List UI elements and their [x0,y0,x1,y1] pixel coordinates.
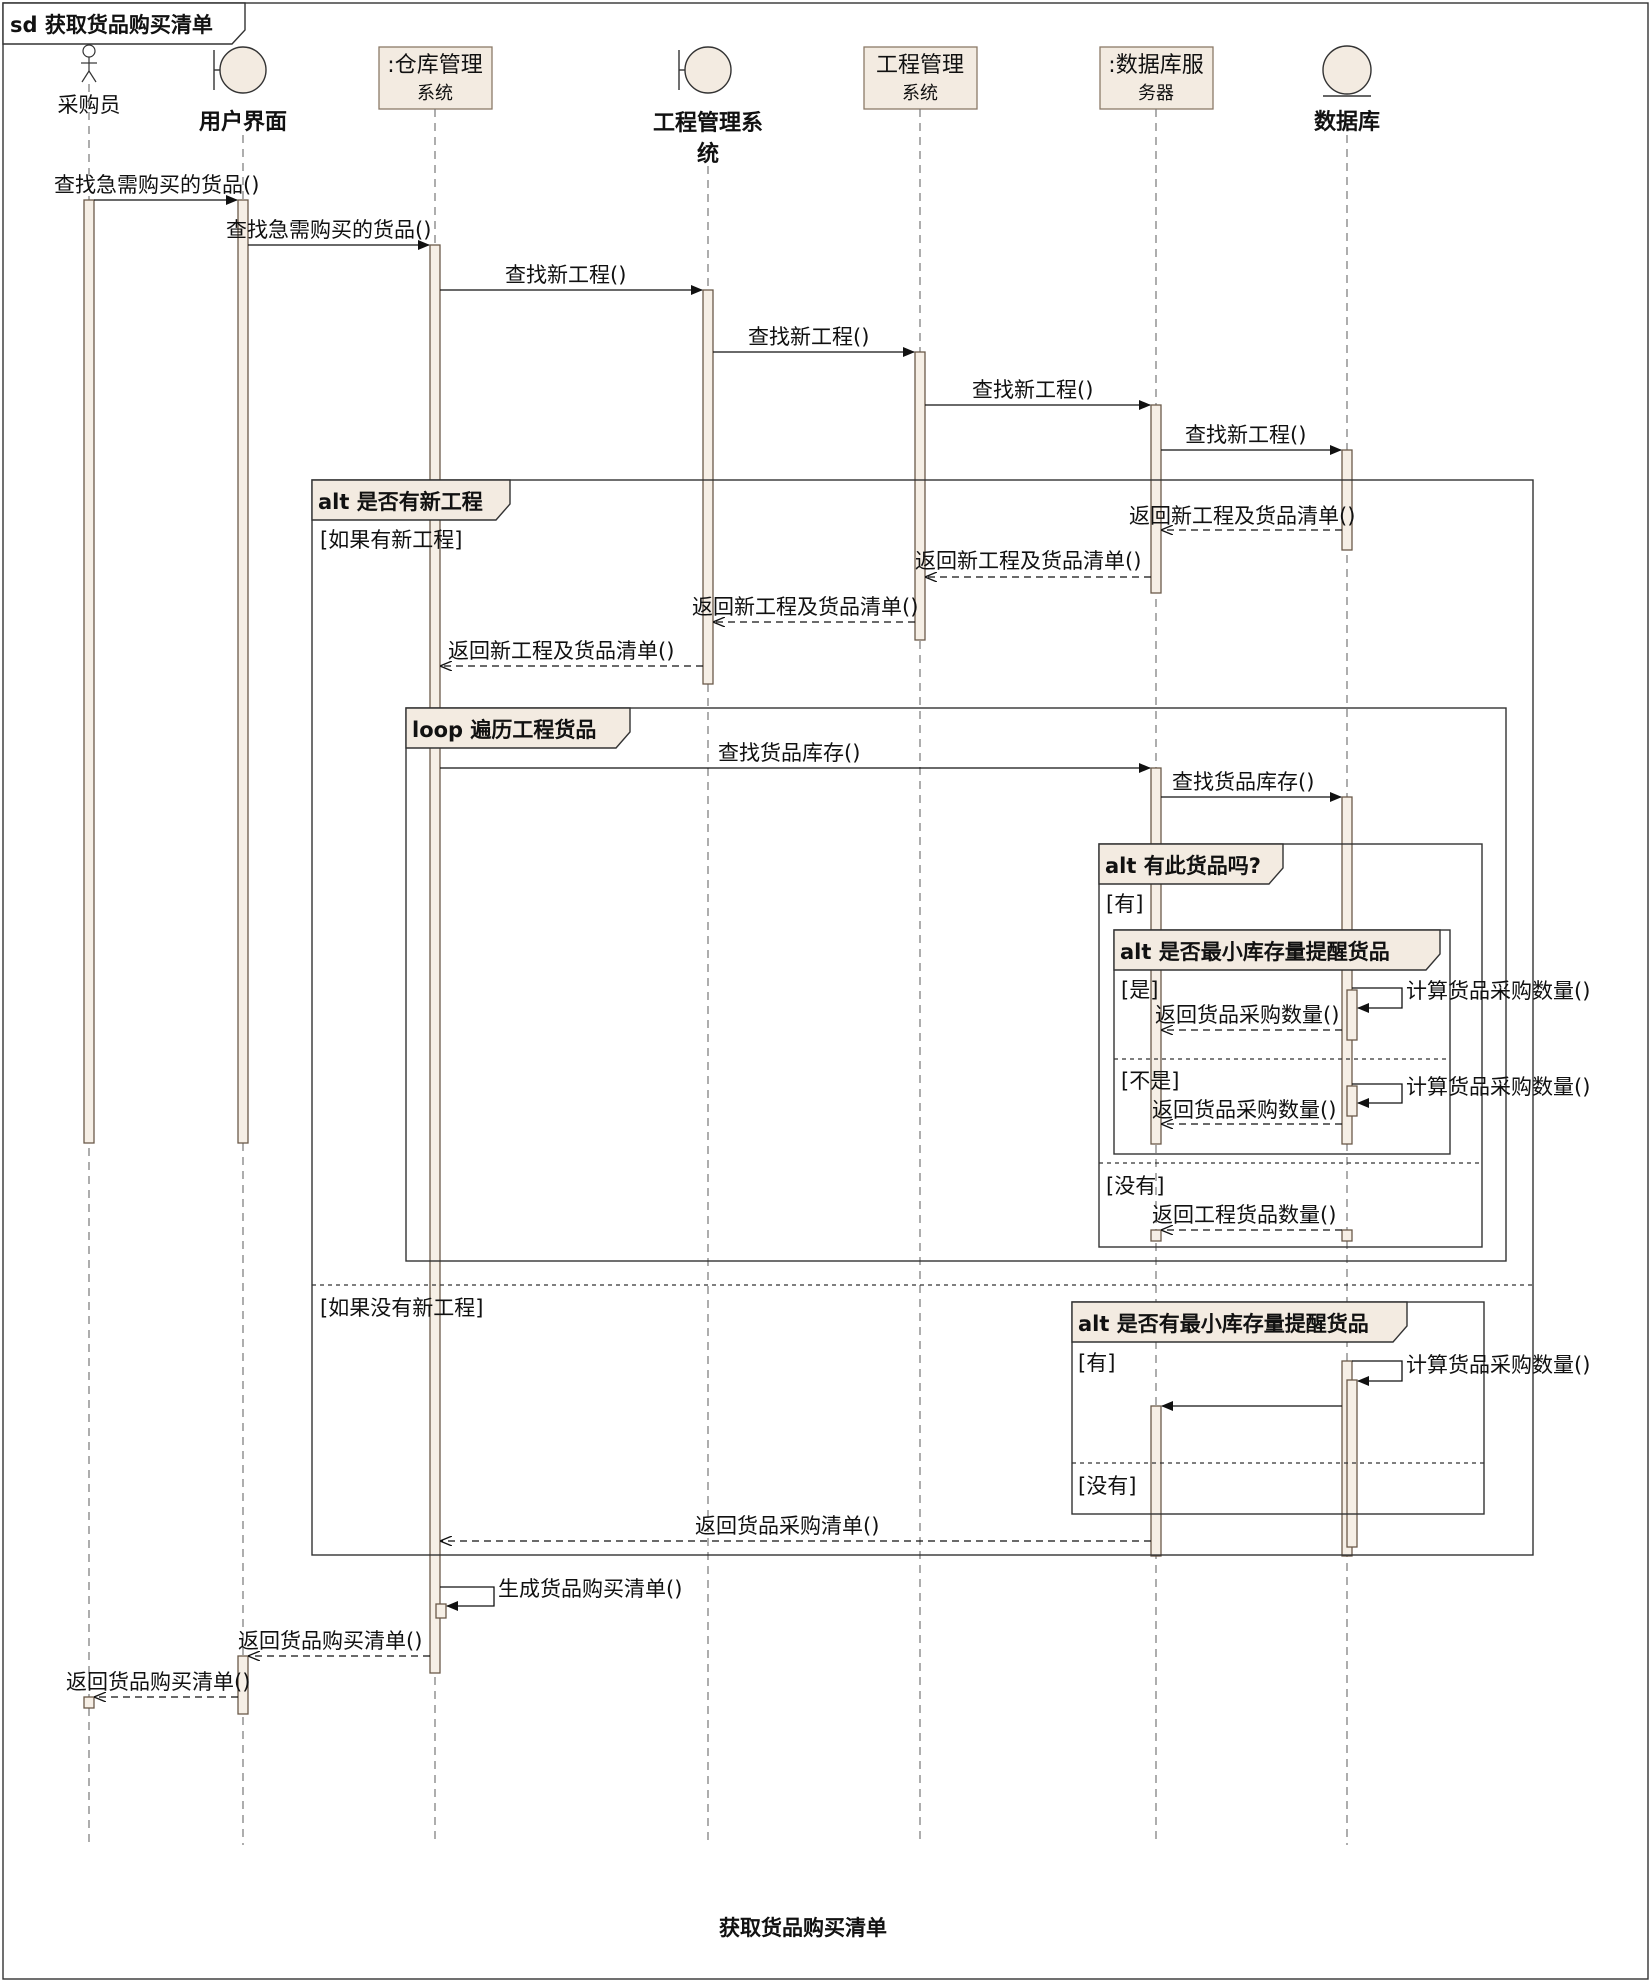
participant-ui: 用户界面 [199,109,287,135]
message-calc-quantity-3: 计算货品采购数量() [1406,1353,1590,1377]
activation-database-3 [1341,1229,1353,1242]
message-return-new-project-4: 返回新工程及货品清单() [448,639,674,663]
message-return-buy-list-1: 返回货品购买清单() [238,1629,422,1653]
activation-project [914,351,926,641]
activation-warehouse [429,244,441,1674]
message-return-buy-list-2: 返回货品购买清单() [66,1670,250,1694]
participant-project-system-line1: 工程管理系 [653,110,763,136]
frame-tab [2,2,246,45]
participant-dbserver-name: :数据库服 [1108,53,1203,78]
fragment-alt4-guard-yes: [有] [1078,1351,1115,1375]
participant-project-sub: 系统 [902,83,938,104]
fragment-alt2-label: alt 有此货品吗? [1105,854,1261,878]
message-return-quantity-1: 返回货品采购数量() [1155,1003,1339,1027]
participant-project-name: 工程管理 [876,53,964,78]
actor-icon [81,44,97,83]
message-return-new-project-3: 返回新工程及货品清单() [692,595,918,619]
message-return-new-project-1: 返回新工程及货品清单() [1129,504,1355,528]
message-find-urgent-2: 查找急需购买的货品() [226,218,431,242]
fragment-alt4-label: alt 是否有最小库存量提醒货品 [1078,1312,1369,1336]
fragment-alt2-guard-no: [没有] [1106,1174,1164,1198]
fragment-alt3-guard-no: [不是] [1121,1069,1179,1093]
message-find-urgent-1: 查找急需购买的货品() [54,173,259,197]
message-find-new-project-4: 查找新工程() [1185,423,1306,447]
self-call-arrow [1352,1360,1403,1386]
message-return-purchase-list: 返回货品采购清单() [695,1514,879,1538]
fragment-alt1-guard-no: [如果没有新工程] [320,1296,483,1320]
boundary-icon [678,46,732,94]
fragment-loop [405,707,1507,1262]
fragment-tab [1113,929,1441,971]
fragment-tab [311,479,511,521]
activation-dbserver-1 [1150,404,1162,594]
activation-ui-return [237,1655,249,1715]
self-call-arrow [1352,987,1403,1013]
fragment-alt1-guard-yes: [如果有新工程] [320,528,462,552]
message-find-stock-2: 查找货品库存() [1172,770,1314,794]
activation-buyer-return [83,1696,95,1709]
participant-box-warehouse [378,46,493,110]
message-find-stock-1: 查找货品库存() [718,741,860,765]
fragment-tab [1071,1301,1408,1343]
message-return-project-quantity: 返回工程货品数量() [1152,1203,1336,1227]
entity-icon [1322,45,1372,97]
activation-database-self-1 [1346,989,1358,1041]
fragment-alt2-guard-yes: [有] [1106,892,1143,916]
fragment-alt3-guard-yes: [是] [1121,978,1158,1002]
activation-database-self-2 [1346,1085,1358,1117]
participant-warehouse-sub: 系统 [417,83,453,104]
message-return-quantity-2: 返回货品采购数量() [1152,1098,1336,1122]
participant-warehouse-name: :仓库管理 [387,53,482,78]
message-find-new-project-3: 查找新工程() [972,378,1093,402]
fragment-tab [1098,843,1284,885]
self-call-arrow [1352,1083,1403,1108]
self-call-arrow [440,1586,495,1611]
participant-box-dbserver [1099,46,1214,110]
activation-dbserver-3 [1150,1229,1162,1242]
boundary-icon [213,46,267,94]
participant-project-system-line2: 统 [697,141,719,167]
frame-label: sd 获取货品购买清单 [10,13,213,37]
activation-project-system [702,289,714,685]
fragment-loop-label: loop 遍历工程货品 [412,718,596,742]
message-generate-list: 生成货品购买清单() [498,1577,682,1601]
activation-buyer [83,199,95,1144]
message-calc-quantity-1: 计算货品采购数量() [1406,979,1590,1003]
fragment-alt-new-project [311,479,1534,1556]
fragment-alt1-label: alt 是否有新工程 [318,490,483,514]
message-calc-quantity-2: 计算货品采购数量() [1406,1075,1590,1099]
diagram-caption: 获取货品购买清单 [719,1916,887,1940]
activation-database-1 [1341,449,1353,551]
activation-warehouse-self [435,1603,447,1619]
activation-ui [237,199,249,1144]
participant-dbserver-sub: 务器 [1138,83,1174,104]
message-return-new-project-2: 返回新工程及货品清单() [915,549,1141,573]
message-find-new-project-2: 查找新工程() [748,325,869,349]
fragment-tab [405,707,631,749]
participant-database: 数据库 [1314,109,1380,135]
fragment-alt4-guard-no: [没有] [1078,1474,1136,1498]
activation-dbserver-4 [1150,1405,1162,1557]
fragment-alt3-label: alt 是否最小库存量提醒货品 [1120,940,1390,964]
message-find-new-project-1: 查找新工程() [505,263,626,287]
fragment-alt-has-item [1098,843,1483,1248]
